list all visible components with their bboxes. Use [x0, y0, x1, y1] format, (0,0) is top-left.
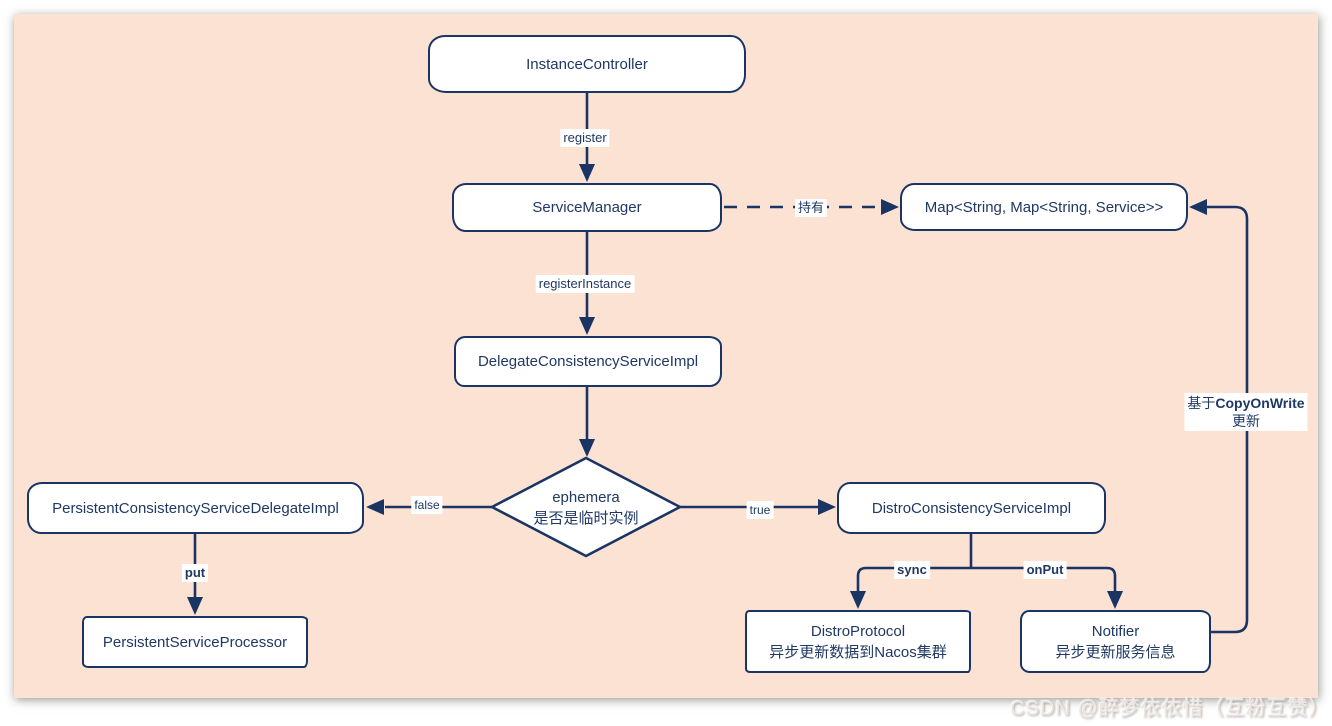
edge-label-onput: onPut: [1023, 561, 1067, 579]
csdn-watermark: CSDN @醉梦依依惜（互粉互赞）: [1010, 698, 1330, 720]
node-label-line2: 异步更新服务信息: [1055, 643, 1176, 661]
node-persistent-consistency-delegate: PersistentConsistencyServiceDelegateImpl: [27, 482, 364, 534]
node-distro-consistency-service: DistroConsistencyServiceImpl: [837, 482, 1106, 534]
node-label: PersistentServiceProcessor: [102, 633, 288, 651]
node-label: ServiceManager: [532, 199, 642, 216]
edge-label-register-instance: registerInstance: [535, 275, 635, 293]
edge-label-register: register: [560, 129, 610, 147]
edge-label-hold: 持有: [794, 199, 828, 217]
node-service-manager: ServiceManager: [452, 183, 722, 232]
copy-on-write-line1: 基于CopyOnWrite: [1187, 394, 1304, 412]
node-label: Map<String, Map<String, Service>>: [924, 198, 1164, 216]
copy-on-write-bold: CopyOnWrite: [1215, 395, 1305, 411]
edge-label-sync: sync: [894, 561, 930, 579]
node-label: InstanceController: [526, 55, 648, 73]
node-label-line1: Notifier: [1091, 622, 1140, 640]
node-label: PersistentConsistencyServiceDelegateImpl: [52, 499, 339, 517]
decision-label-line2: 是否是临时实例: [533, 510, 639, 527]
decision-diamond-label: ephemera 是否是临时实例: [498, 487, 674, 529]
node-delegate-consistency-service: DelegateConsistencyServiceImpl: [454, 336, 722, 387]
node-notifier: Notifier 异步更新服务信息: [1020, 610, 1211, 673]
node-label: DistroConsistencyServiceImpl: [871, 499, 1072, 517]
copy-on-write-line2: 更新: [1231, 413, 1260, 429]
node-label: DelegateConsistencyServiceImpl: [477, 353, 699, 370]
edge-label-false: false: [411, 496, 443, 514]
edge-label-copy-on-write: 基于CopyOnWrite 更新: [1184, 393, 1308, 431]
edge-label-true: true: [746, 501, 774, 519]
node-label-line2: 异步更新数据到Nacos集群: [769, 643, 947, 661]
decision-label-line1: ephemera: [552, 489, 620, 506]
copy-on-write-prefix: 基于: [1187, 395, 1216, 411]
node-label-line1: DistroProtocol: [810, 622, 906, 640]
node-service-map: Map<String, Map<String, Service>>: [900, 183, 1188, 231]
edge-label-put: put: [181, 564, 209, 582]
node-instance-controller: InstanceController: [428, 35, 746, 93]
node-persistent-service-processor: PersistentServiceProcessor: [82, 616, 308, 668]
node-distro-protocol: DistroProtocol 异步更新数据到Nacos集群: [745, 610, 971, 673]
